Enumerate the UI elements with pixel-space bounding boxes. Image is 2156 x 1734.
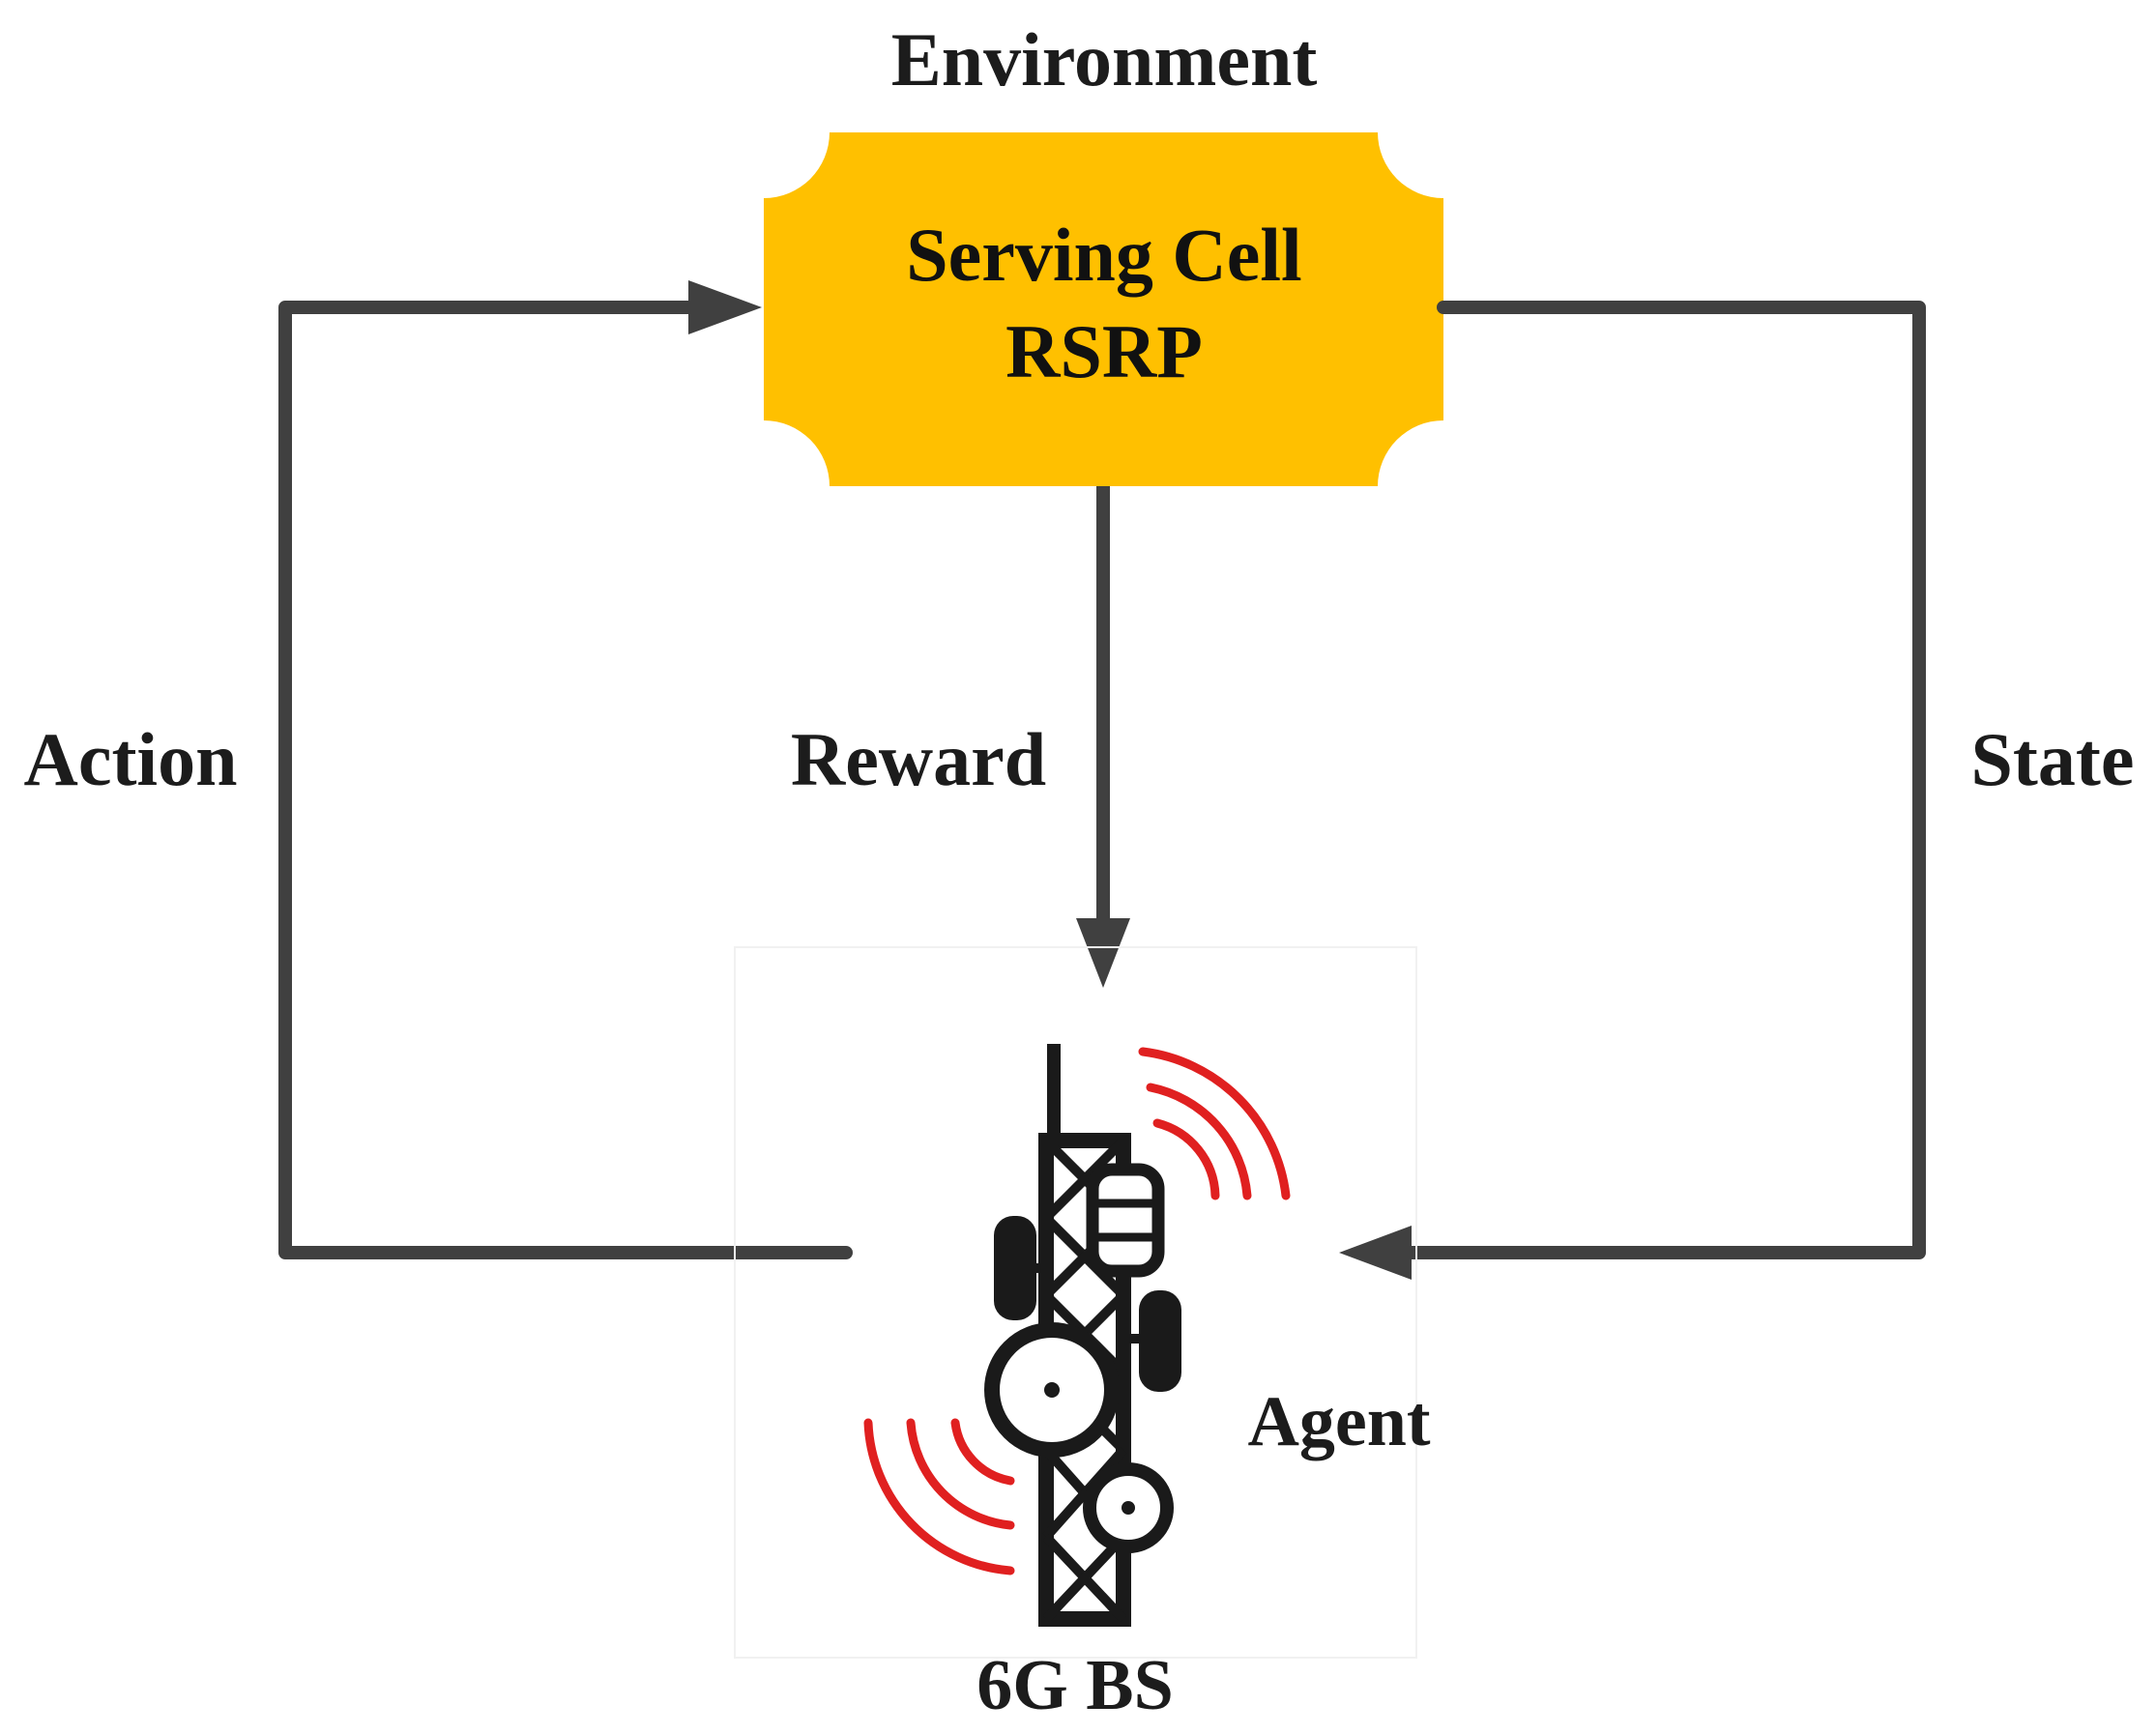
state-arrow-line	[1405, 301, 1926, 1259]
agent-label: Agent	[1247, 1382, 1430, 1461]
state-arrow-head	[1339, 1226, 1412, 1280]
serving-cell-box	[764, 132, 1443, 486]
agent-frame	[734, 946, 1417, 1659]
signal-waves-icon	[1138, 1047, 1291, 1200]
base-station-label: 6G BS	[976, 1646, 1174, 1725]
environment-title: Environment	[891, 17, 1318, 101]
serving-cell-label: Serving Cell	[906, 213, 1301, 297]
action-arrow-line	[278, 301, 853, 1259]
reward-arrow-head	[1076, 918, 1130, 988]
action-label: Action	[24, 717, 238, 801]
reward-label: Reward	[791, 717, 1046, 801]
rsrp-label: RSRP	[1005, 309, 1203, 393]
signal-waves-icon	[863, 1418, 1015, 1575]
action-arrow-head	[688, 280, 762, 334]
state-label: State	[1971, 717, 2135, 801]
cell-tower-icon	[984, 1044, 1181, 1627]
